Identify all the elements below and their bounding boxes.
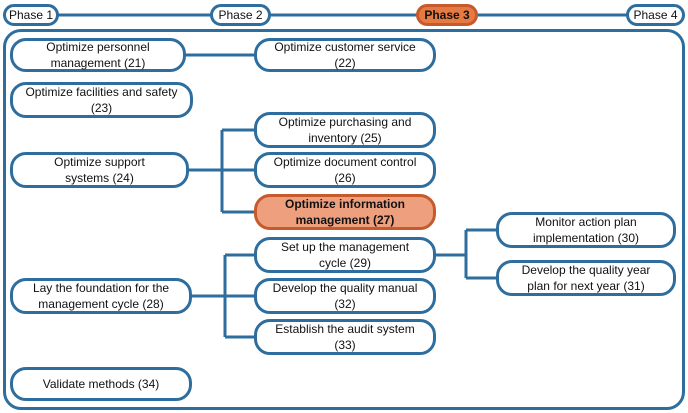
- node-optimize-personnel[interactable]: Optimize personnel management (21): [10, 38, 186, 72]
- node-optimize-facilities[interactable]: Optimize facilities and safety (23): [10, 82, 193, 118]
- node-monitor-action-plan[interactable]: Monitor action plan implementation (30): [496, 212, 676, 248]
- node-audit-system[interactable]: Establish the audit system (33): [254, 319, 436, 355]
- node-optimize-information-management[interactable]: Optimize information management (27): [254, 194, 436, 230]
- phase-4[interactable]: Phase 4: [626, 4, 685, 26]
- node-lay-foundation[interactable]: Lay the foundation for the management cy…: [10, 278, 192, 314]
- phase-3[interactable]: Phase 3: [416, 4, 478, 26]
- phase-1[interactable]: Phase 1: [3, 4, 59, 26]
- node-quality-year-plan[interactable]: Develop the quality year plan for next y…: [496, 260, 676, 296]
- node-optimize-support[interactable]: Optimize support systems (24): [10, 152, 189, 188]
- node-optimize-document-control[interactable]: Optimize document control (26): [254, 152, 436, 188]
- node-optimize-purchasing[interactable]: Optimize purchasing and inventory (25): [254, 112, 436, 148]
- node-quality-manual[interactable]: Develop the quality manual (32): [254, 278, 436, 314]
- phase-3-frame: [3, 29, 685, 410]
- node-management-cycle[interactable]: Set up the management cycle (29): [254, 237, 436, 273]
- node-optimize-customer-service[interactable]: Optimize customer service (22): [254, 38, 436, 72]
- node-validate-methods[interactable]: Validate methods (34): [10, 367, 192, 401]
- phase-2[interactable]: Phase 2: [210, 4, 271, 26]
